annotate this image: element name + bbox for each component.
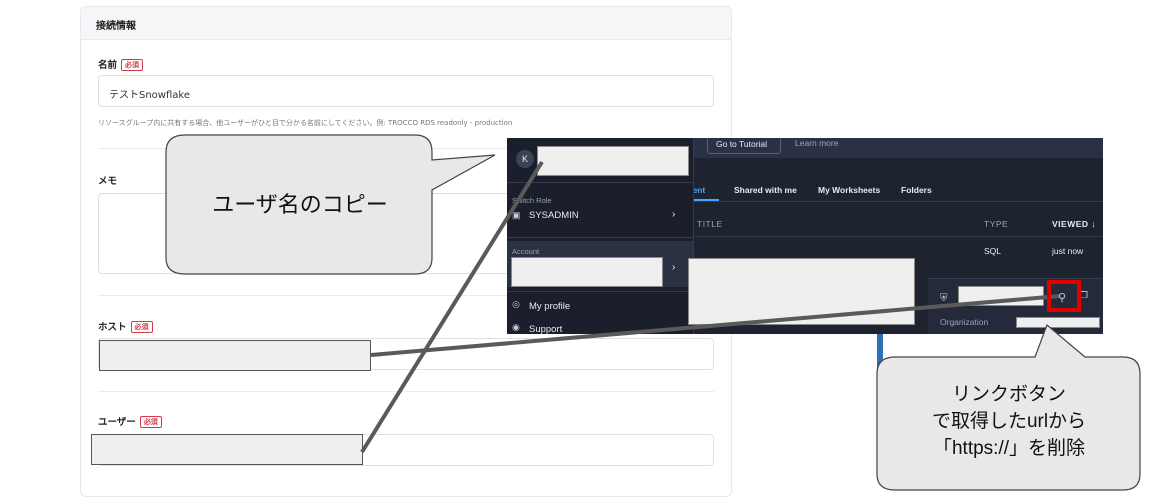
switch-role-label: Switch Role bbox=[512, 196, 552, 205]
name-input[interactable]: テストSnowflake bbox=[98, 75, 714, 107]
link-callout-line-1: リンクボタン bbox=[951, 384, 1066, 405]
my-profile-label: My profile bbox=[529, 301, 571, 312]
required-badge: 必須 bbox=[130, 321, 153, 333]
section-title: 接続情報 bbox=[96, 21, 136, 32]
account-details-redacted-box bbox=[688, 258, 915, 325]
user-label-text: ユーザー bbox=[98, 417, 136, 428]
user-redacted-box bbox=[91, 434, 363, 465]
account-label: Account bbox=[512, 247, 540, 256]
memo-label: メモ bbox=[98, 176, 118, 187]
divider bbox=[98, 391, 714, 392]
role-value: SYSADMIN bbox=[529, 210, 579, 221]
role-icon: ▣ bbox=[512, 210, 521, 220]
user-connector-line bbox=[360, 160, 544, 454]
tab-recent[interactable]: ecent bbox=[683, 185, 706, 195]
tab-my-worksheets[interactable]: My Worksheets bbox=[818, 185, 881, 195]
link-icon: ⚲ bbox=[1058, 291, 1066, 304]
window-edge bbox=[877, 332, 883, 370]
user-label: ユーザー必須 bbox=[98, 414, 162, 428]
name-input-value: テストSnowflake bbox=[109, 90, 190, 101]
row-type: SQL bbox=[984, 246, 1002, 256]
support-label: Support bbox=[529, 324, 563, 334]
host-label: ホスト必須 bbox=[98, 319, 153, 333]
tab-underline bbox=[683, 199, 719, 201]
tab-folders[interactable]: Folders bbox=[901, 185, 932, 195]
copy-icon[interactable]: ❐ bbox=[1080, 291, 1089, 301]
row-viewed: just now bbox=[1052, 246, 1084, 256]
col-viewed[interactable]: VIEWED ↓ bbox=[1052, 219, 1097, 229]
profile-icon: ◎ bbox=[512, 299, 520, 309]
username-callout-bubble bbox=[165, 134, 496, 275]
link-callout-bubble bbox=[876, 323, 1141, 491]
shield-icon: ⛨ bbox=[940, 293, 948, 304]
card-header: 接続情報 bbox=[81, 7, 731, 40]
avatar[interactable]: K bbox=[516, 150, 534, 168]
menu-divider bbox=[507, 291, 693, 292]
role-selector[interactable]: ▣ SYSADMIN › bbox=[507, 206, 693, 226]
tabs-divider bbox=[683, 201, 1103, 202]
tutorial-button-label: Go to Tutorial bbox=[716, 139, 768, 149]
divider bbox=[98, 295, 714, 296]
organization-redacted-box bbox=[1016, 317, 1100, 328]
tutorial-button[interactable]: Go to Tutorial bbox=[707, 138, 781, 154]
link-callout-line-2: で取得したurlから bbox=[931, 411, 1087, 432]
learn-more-link[interactable]: Learn more bbox=[795, 138, 839, 148]
link-callout-text: リンクボタン で取得したurlから 「https://」を削除 bbox=[880, 381, 1138, 462]
account-redacted-box bbox=[511, 257, 663, 287]
col-title: TITLE bbox=[697, 219, 723, 229]
name-label-text: 名前 bbox=[98, 60, 118, 71]
support-item[interactable]: ◉ Support bbox=[507, 321, 693, 334]
required-badge: 必須 bbox=[139, 416, 162, 428]
chevron-right-icon: › bbox=[672, 209, 676, 220]
link-callout-line-3: 「https://」を削除 bbox=[932, 438, 1086, 459]
username-callout-text: ユーザ名のコピー bbox=[212, 192, 388, 217]
name-label: 名前必須 bbox=[98, 57, 144, 71]
my-profile-item[interactable]: ◎ My profile bbox=[507, 298, 693, 316]
host-redacted-box bbox=[99, 340, 371, 371]
menu-divider bbox=[507, 182, 693, 183]
chevron-right-icon: › bbox=[672, 262, 676, 273]
name-help-text: リソースグループ内に共有する場合、他ユーザーがひと目で分かる名前にしてください。… bbox=[98, 119, 513, 127]
organization-label: Organization bbox=[940, 317, 989, 327]
required-badge: 必須 bbox=[121, 59, 144, 71]
tab-shared[interactable]: Shared with me bbox=[734, 185, 797, 195]
link-button-highlight bbox=[1047, 280, 1081, 312]
col-type: TYPE bbox=[984, 219, 1009, 229]
support-icon: ◉ bbox=[512, 322, 520, 332]
table-divider bbox=[683, 236, 1103, 237]
username-redacted-box bbox=[537, 146, 689, 176]
host-connector-line bbox=[370, 294, 1061, 357]
host-label-text: ホスト bbox=[98, 322, 127, 333]
menu-divider bbox=[507, 237, 693, 238]
